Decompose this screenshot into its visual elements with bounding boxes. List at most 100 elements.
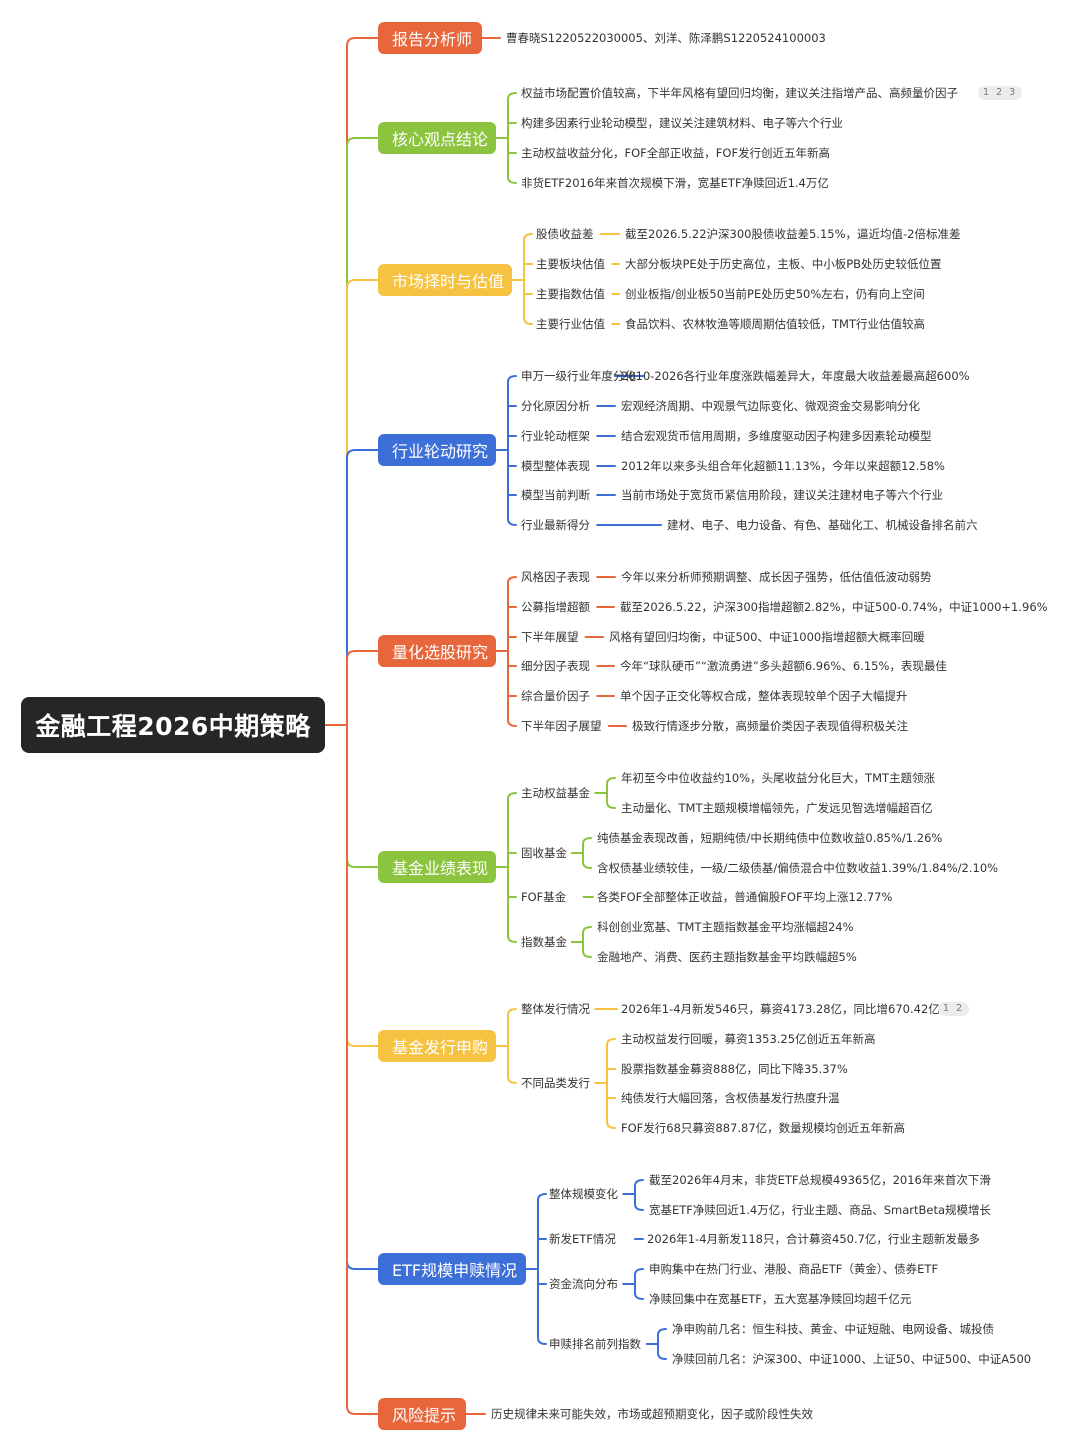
reference-badge[interactable]: 1 2 [938, 1002, 970, 1016]
grandchild-node[interactable]: 2026年1-4月新发546只，募资4173.28亿，同比增670.42亿 [621, 1002, 940, 1016]
child-node[interactable]: 细分因子表现 [521, 659, 590, 673]
grandchild-node[interactable]: 极致行情逐步分散，高频量价类因子表现值得积极关注 [632, 719, 908, 733]
child-node[interactable]: 非货ETF2016年来首次规模下滑，宽基ETF净赎回近1.4万亿 [521, 176, 829, 190]
child-bracket [507, 1008, 517, 1084]
grandchild-node[interactable]: 纯债发行大幅回落，含权债基发行热度升温 [621, 1091, 840, 1105]
child-node[interactable]: 行业轮动框架 [521, 429, 590, 443]
child-node[interactable]: 新发ETF情况 [549, 1232, 616, 1246]
child-node[interactable]: 主要指数估值 [536, 287, 605, 301]
grandchild-node[interactable]: 宏观经济周期、中观景气边际变化、微观资金交易影响分化 [621, 399, 920, 413]
grandchild-node[interactable]: 风格有望回归均衡，中证500、中证1000指增超额大概率回暖 [609, 630, 925, 644]
branch-1[interactable]: 核心观点结论 [378, 122, 496, 154]
child-node[interactable]: 行业最新得分 [521, 518, 590, 532]
grandchild-bracket [582, 926, 592, 958]
grandchild-node[interactable]: 纯债基金表现改善，短期纯债/中长期纯债中位数收益0.85%/1.26% [597, 831, 943, 845]
trunk-connector [346, 724, 379, 868]
grandchild-node[interactable]: 截至2026.5.22沪深300股债收益差5.15%，逼近均值-2倍标准差 [625, 227, 961, 241]
grandchild-node[interactable]: 主动权益发行回暖，募资1353.25亿创近五年新高 [621, 1032, 876, 1046]
child-node[interactable]: 整体发行情况 [521, 1002, 590, 1016]
root-topic[interactable]: 金融工程2026中期策略 [21, 697, 325, 753]
reference-badge[interactable]: 1 2 3 [978, 86, 1023, 100]
child-node[interactable]: 不同品类发行 [521, 1076, 590, 1090]
child-node[interactable]: 主动权益收益分化，FOF全部正收益，FOF发行创近五年新高 [521, 146, 831, 160]
trunk-connector [346, 279, 379, 726]
child-node[interactable]: FOF基金 [521, 890, 567, 904]
child-bracket [507, 92, 517, 184]
child-node[interactable]: 模型整体表现 [521, 459, 590, 473]
trunk-connector [346, 724, 379, 1047]
child-node[interactable]: 资金流向分布 [549, 1277, 618, 1291]
grandchild-node[interactable]: 当前市场处于宽货币紧信用阶段，建议关注建材电子等六个行业 [621, 488, 943, 502]
branch-3[interactable]: 行业轮动研究 [378, 434, 496, 466]
grandchild-node[interactable]: 截至2026.5.22，沪深300指增超额2.82%，中证500-0.74%，中… [620, 600, 1048, 614]
trunk-connector [346, 137, 379, 726]
grandchild-node[interactable]: 主动量化、TMT主题规模增幅领先，广发远见智选增幅超百亿 [621, 801, 933, 815]
grandchild-node[interactable]: 食品饮料、农林牧渔等顺周期估值较低，TMT行业估值较高 [625, 317, 925, 331]
grandchild-node[interactable]: 科创创业宽基、TMT主题指数基金平均涨幅超24% [597, 920, 854, 934]
child-node[interactable]: 主动权益基金 [521, 786, 590, 800]
branch-0[interactable]: 报告分析师 [378, 22, 482, 54]
child-node[interactable]: 模型当前判断 [521, 488, 590, 502]
grandchild-node[interactable]: 金融地产、消费、医药主题指数基金平均跌幅超5% [597, 950, 857, 964]
child-node[interactable]: 主要行业估值 [536, 317, 605, 331]
grandchild-node[interactable]: 净赎回前几名：沪深300、中证1000、上证50、中证500、中证A500 [672, 1352, 1032, 1366]
grandchild-node[interactable]: 今年以来分析师预期调整、成长因子强势，低估值低波动弱势 [621, 570, 932, 584]
child-node[interactable]: 申赎排名前列指数 [549, 1337, 641, 1351]
grandchild-node[interactable]: 今年“球队硬币”“激流勇进”多头超额6.96%、6.15%，表现最佳 [620, 659, 947, 673]
grandchild-node[interactable]: 年初至今中位收益约10%，头尾收益分化巨大，TMT主题领涨 [621, 771, 936, 785]
child-node[interactable]: 整体规模变化 [549, 1187, 618, 1201]
branch-8-text[interactable]: 历史规律未来可能失效，市场或超预期变化，因子或阶段性失效 [491, 1407, 813, 1421]
child-node[interactable]: 权益市场配置价值较高，下半年风格有望回归均衡，建议关注指增产品、高频量价因子 [521, 86, 958, 100]
trunk-connector [346, 449, 379, 726]
grandchild-node[interactable]: 2010-2026各行业年度涨跌幅差异大，年度最大收益差最高超600% [621, 369, 970, 383]
grandchild-node[interactable]: 创业板指/创业板50当前PE处历史50%左右，仍有向上空间 [625, 287, 925, 301]
child-node[interactable]: 公募指增超额 [521, 600, 590, 614]
branch-0-text[interactable]: 曹春晓S1220522030005、刘洋、陈泽鹏S1220524100003 [506, 31, 826, 45]
grandchild-node[interactable]: 结合宏观货币信用周期，多维度驱动因子构建多因素轮动模型 [621, 429, 932, 443]
child-bracket [507, 375, 517, 526]
trunk-connector [346, 37, 379, 726]
grandchild-node[interactable]: 单个因子正交化等权合成，整体表现较单个因子大幅提升 [620, 689, 908, 703]
grandchild-node[interactable]: 截至2026年4月末，非货ETF总规模49365亿，2016年来首次下滑 [649, 1173, 991, 1187]
child-node[interactable]: 分化原因分析 [521, 399, 590, 413]
grandchild-node[interactable]: 股票指数基金募资888亿，同比下降35.37% [621, 1062, 848, 1076]
grandchild-node[interactable]: 2012年以来多头组合年化超额11.13%，今年以来超额12.58% [621, 459, 945, 473]
grandchild-node[interactable]: 申购集中在热门行业、港股、商品ETF（黄金）、债券ETF [649, 1262, 939, 1276]
branch-4[interactable]: 量化选股研究 [378, 635, 496, 667]
child-node[interactable]: 综合量价因子 [521, 689, 590, 703]
grandchild-bracket [634, 1268, 644, 1300]
grandchild-node[interactable]: 含权债基业绩较佳，一级/二级债基/偏债混合中位数收益1.39%/1.84%/2.… [597, 861, 999, 875]
grandchild-node[interactable]: 净申购前几名：恒生科技、黄金、中证短融、电网设备、城投债 [672, 1322, 994, 1336]
grandchild-node[interactable]: 2026年1-4月新发118只，合计募资450.7亿，行业主题新发最多 [647, 1232, 980, 1246]
grandchild-node[interactable]: 各类FOF全部整体正收益，普通偏股FOF平均上涨12.77% [597, 890, 893, 904]
trunk-connector [346, 650, 379, 726]
child-node[interactable]: 构建多因素行业轮动模型，建议关注建筑材料、电子等六个行业 [521, 116, 843, 130]
trunk-connector [346, 724, 379, 1270]
child-node[interactable]: 主要板块估值 [536, 257, 605, 271]
branch-8[interactable]: 风险提示 [378, 1398, 466, 1430]
branch-6[interactable]: 基金发行申购 [378, 1030, 496, 1062]
grandchild-node[interactable]: 宽基ETF净赎回近1.4万亿，行业主题、商品、SmartBeta规模增长 [649, 1203, 991, 1217]
grandchild-node[interactable]: 净赎回集中在宽基ETF，五大宽基净赎回均超千亿元 [649, 1292, 912, 1306]
grandchild-bracket [634, 1179, 644, 1211]
child-node[interactable]: 指数基金 [521, 935, 567, 949]
branch-5[interactable]: 基金业绩表现 [378, 851, 496, 883]
child-node[interactable]: 风格因子表现 [521, 570, 590, 584]
child-bracket [537, 1193, 547, 1345]
child-node[interactable]: 申万一级行业年度分化 [521, 369, 636, 383]
child-node[interactable]: 下半年因子展望 [521, 719, 602, 733]
child-node[interactable]: 下半年展望 [521, 630, 579, 644]
grandchild-bracket [657, 1328, 667, 1360]
grandchild-node[interactable]: 建材、电子、电力设备、有色、基础化工、机械设备排名前六 [667, 518, 978, 532]
child-node[interactable]: 固收基金 [521, 846, 567, 860]
child-bracket [507, 576, 517, 727]
child-bracket [507, 792, 517, 943]
grandchild-node[interactable]: 大部分板块PE处于历史高位，主板、中小板PB处历史较低位置 [625, 257, 942, 271]
trunk-connector [346, 724, 379, 1415]
grandchild-bracket [606, 777, 616, 809]
grandchild-node[interactable]: FOF发行68只募资887.87亿，数量规模均创近五年新高 [621, 1121, 906, 1135]
child-node[interactable]: 股债收益差 [536, 227, 594, 241]
branch-2[interactable]: 市场择时与估值 [378, 264, 512, 296]
branch-7[interactable]: ETF规模申赎情况 [378, 1253, 526, 1285]
